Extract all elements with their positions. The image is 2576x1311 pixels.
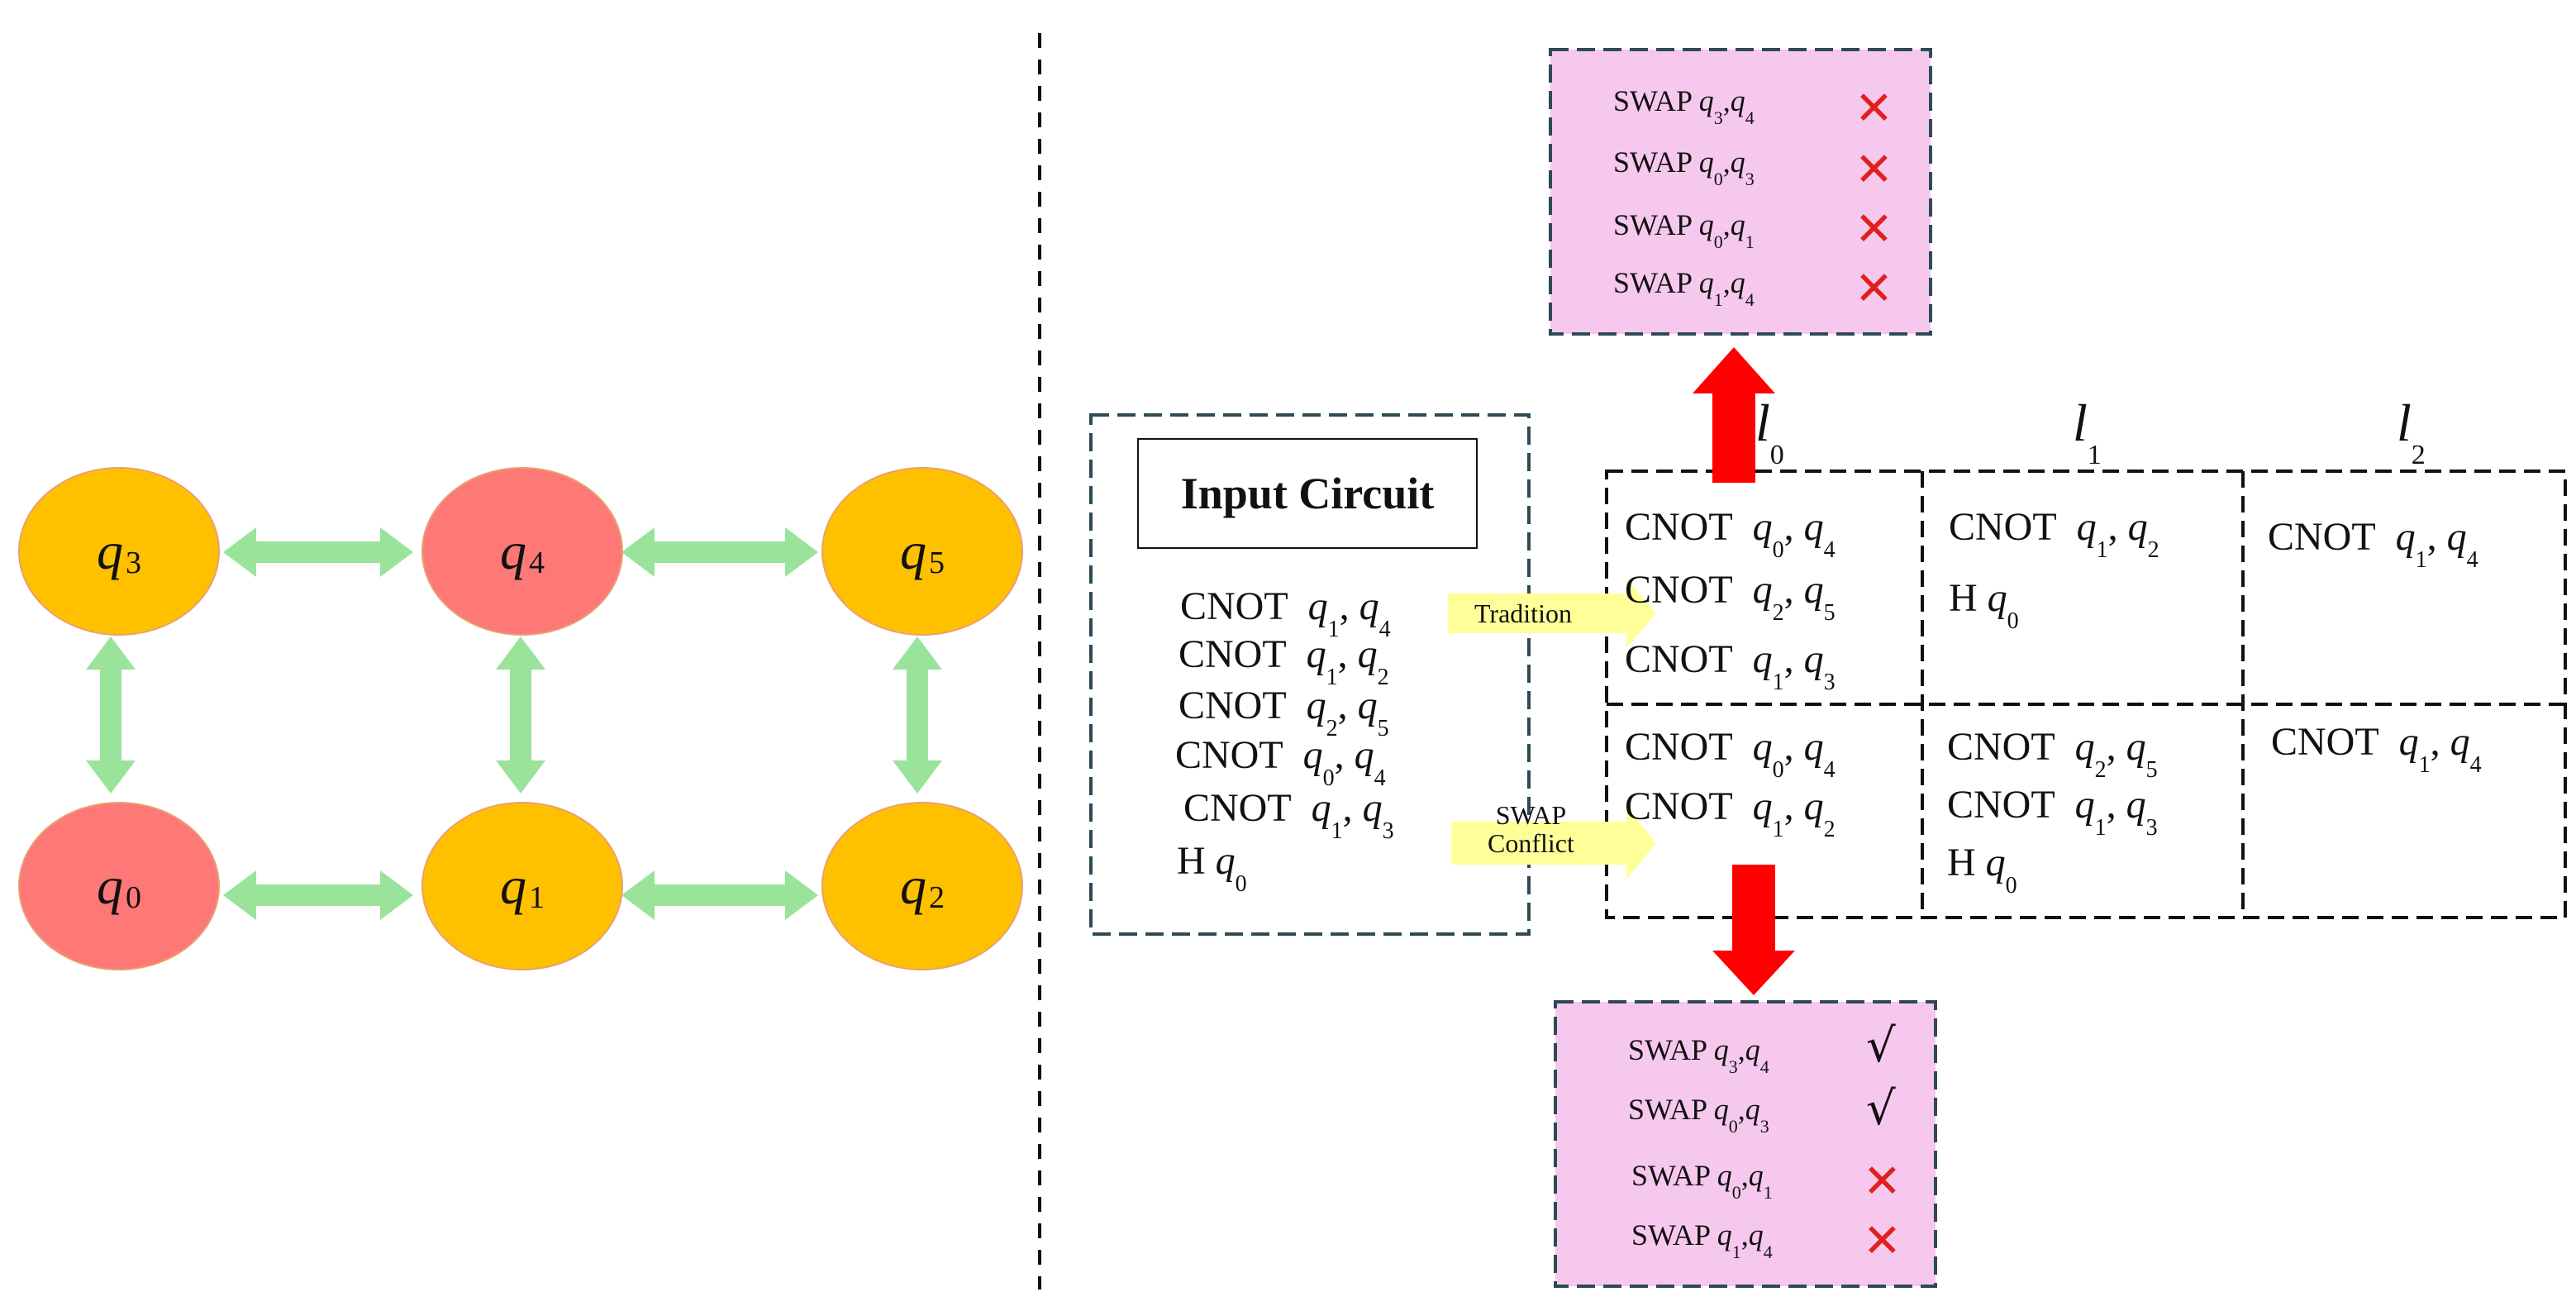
layer-grid (1605, 470, 2567, 919)
swap-box-bottom (1554, 1000, 1937, 1288)
conf-l2-gate-1: CNOT q1, q4 (2271, 720, 2482, 778)
check-icon: √ (1866, 1019, 1896, 1073)
swap-bottom-3: SWAP q0,q1 (1631, 1159, 1773, 1204)
input-circuit-title: Input Circuit (1137, 438, 1478, 549)
swap-top-1: SWAP q3,q4 (1613, 84, 1755, 129)
input-gate-6: H q0 (1177, 839, 1247, 897)
swap-top-3: SWAP q0,q1 (1613, 208, 1755, 253)
swap-bottom-1: SWAP q3,q4 (1628, 1033, 1769, 1078)
cross-icon: ✕ (1855, 83, 1893, 135)
check-icon: √ (1866, 1082, 1896, 1136)
input-gate-1: CNOT q1, q4 (1180, 584, 1391, 642)
trad-l1-gate-1: CNOT q1, q2 (1949, 505, 2159, 563)
swap-conflict-label: SWAP Conflict (1488, 800, 1574, 858)
trad-l1-gate-2: H q0 (1949, 576, 2019, 634)
cross-icon: ✕ (1863, 1216, 1902, 1267)
edge-q3-q0 (86, 636, 136, 794)
tradition-label: Tradition (1474, 598, 1572, 628)
edge-q4-q5 (621, 527, 818, 577)
input-gate-2: CNOT q1, q2 (1178, 632, 1389, 690)
yellow-arrow-swap-conflict (1451, 807, 1656, 880)
edge-q0-q1 (223, 870, 413, 920)
layer-label-l2: l2 (2397, 393, 2426, 470)
conf-l0-gate-2: CNOT q1, q2 (1625, 784, 1836, 842)
layer-label-l1: l1 (2073, 393, 2102, 470)
edge-q3-q4 (223, 527, 413, 577)
conf-l1-gate-2: CNOT q1, q3 (1947, 783, 2158, 841)
input-gate-3: CNOT q2, q5 (1178, 684, 1389, 741)
conf-l0-gate-1: CNOT q0, q4 (1625, 725, 1836, 783)
cross-icon: ✕ (1855, 145, 1893, 196)
swap-box-top (1549, 48, 1932, 336)
cross-icon: ✕ (1855, 204, 1893, 255)
edge-q4-q1 (496, 636, 545, 794)
edge-q1-q2 (621, 870, 818, 920)
input-circuit-box (1089, 413, 1531, 936)
swap-top-2: SWAP q0,q3 (1613, 145, 1755, 190)
input-gate-4: CNOT q0, q4 (1175, 733, 1386, 791)
swap-conflict-label-line2: Conflict (1488, 827, 1574, 858)
trad-l0-gate-2: CNOT q2, q5 (1625, 568, 1836, 626)
edge-q5-q2 (893, 636, 942, 794)
swap-top-4: SWAP q1,q4 (1613, 266, 1755, 311)
coupling-edges (86, 527, 942, 920)
red-arrow-up (1693, 347, 1775, 483)
layer-label-l0: l0 (1755, 393, 1784, 470)
trad-l2-gate-1: CNOT q1, q4 (2268, 515, 2478, 573)
swap-conflict-label-line1: SWAP (1495, 800, 1567, 830)
cross-icon: ✕ (1863, 1156, 1902, 1208)
swap-bottom-2: SWAP q0,q3 (1628, 1093, 1769, 1137)
trad-l0-gate-1: CNOT q0, q4 (1625, 505, 1836, 563)
cross-icon: ✕ (1855, 264, 1893, 315)
input-gate-5: CNOT q1, q3 (1183, 786, 1394, 844)
trad-l0-gate-3: CNOT q1, q3 (1625, 637, 1836, 695)
yellow-arrow-tradition (1448, 579, 1656, 648)
swap-bottom-4: SWAP q1,q4 (1631, 1218, 1773, 1263)
red-arrow-down (1712, 865, 1795, 995)
conf-l1-gate-1: CNOT q2, q5 (1947, 725, 2158, 783)
conf-l1-gate-3: H q0 (1947, 841, 2017, 899)
